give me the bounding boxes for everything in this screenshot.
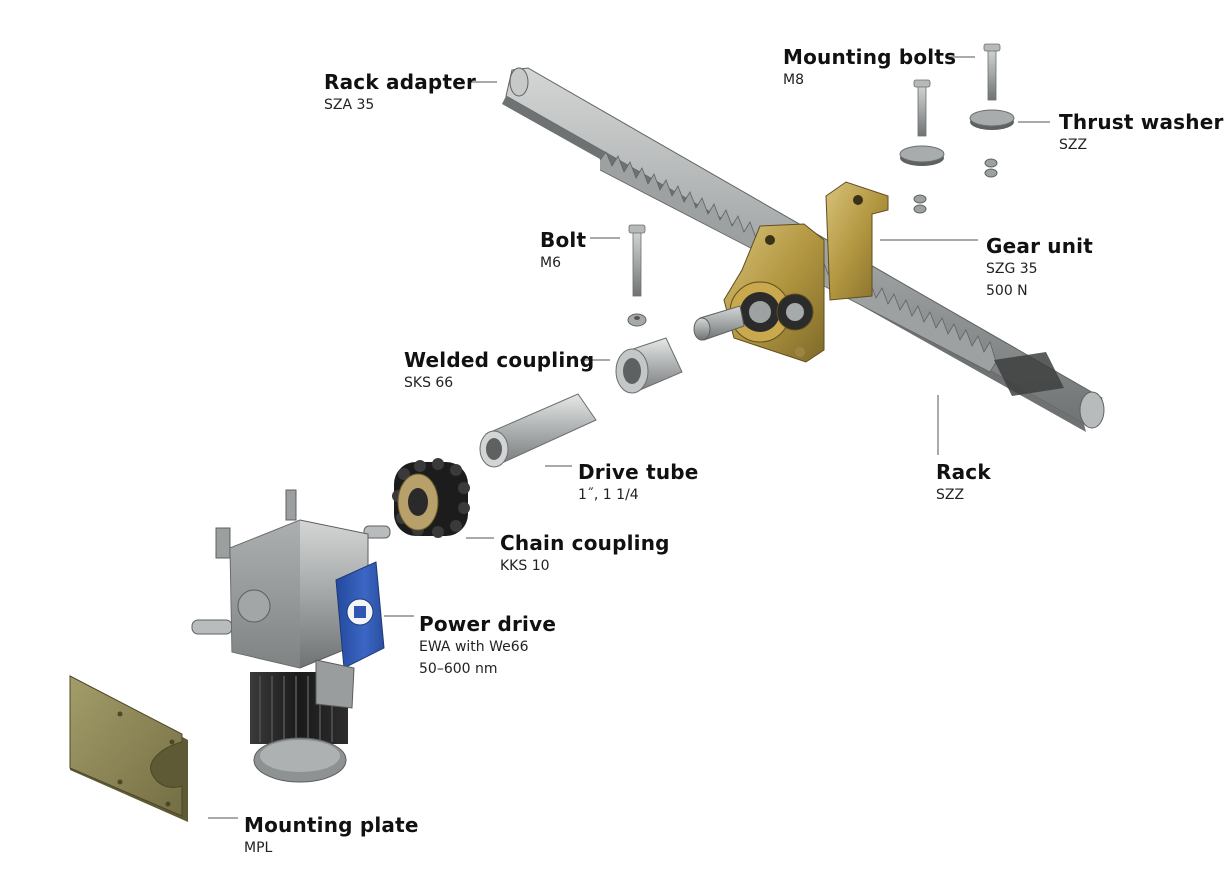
label-rack-adapter: Rack adapter SZA 35 — [324, 70, 476, 116]
part-spec: 50–600 nm — [419, 661, 498, 677]
part-spec: 500 N — [986, 283, 1028, 299]
part-title: Power drive — [419, 612, 557, 636]
label-chain-coupling: Chain coupling KKS 10 — [500, 531, 670, 577]
power-drive-drawing — [191, 489, 391, 783]
part-spec: SZZ — [1059, 137, 1088, 153]
mounting-bolts-drawing — [913, 43, 1001, 137]
part-title: Rack — [936, 460, 991, 484]
part-spec: M6 — [540, 255, 561, 271]
label-gear-unit: Gear unit SZG 35 500 N — [986, 234, 1093, 302]
part-title: Mounting bolts — [783, 45, 957, 69]
label-rack: Rack SZZ — [936, 460, 991, 506]
part-spec: MPL — [244, 840, 273, 856]
thrust-washer-drawing — [899, 109, 1015, 214]
part-title: Rack adapter — [324, 70, 477, 94]
part-spec: 1˝, 1 1/4 — [578, 487, 639, 503]
part-title: Welded coupling — [404, 348, 595, 372]
part-spec: SZZ — [936, 487, 965, 503]
part-title: Chain coupling — [500, 531, 670, 555]
label-mounting-bolts: Mounting bolts M8 — [783, 45, 956, 91]
label-drive-tube: Drive tube 1˝, 1 1/4 — [578, 460, 699, 506]
gear-unit-drawing — [693, 181, 889, 363]
welded-coupling-drawing — [615, 337, 683, 394]
chain-coupling-drawing — [392, 458, 470, 538]
part-title: Thrust washer — [1059, 110, 1224, 134]
part-spec: EWA with We66 — [419, 639, 529, 655]
drive-tube-drawing — [479, 393, 597, 468]
bolt-drawing — [627, 224, 647, 327]
part-spec: SKS 66 — [404, 375, 454, 391]
part-spec: SZG 35 — [986, 261, 1038, 277]
label-bolt: Bolt M6 — [540, 228, 586, 274]
label-power-drive: Power drive EWA with We66 50–600 nm — [419, 612, 556, 680]
label-thrust-washer: Thrust washer SZZ — [1059, 110, 1224, 156]
part-title: Drive tube — [578, 460, 699, 484]
part-spec: M8 — [783, 72, 804, 88]
part-spec: SZA 35 — [324, 97, 375, 113]
part-title: Mounting plate — [244, 813, 419, 837]
part-title: Gear unit — [986, 234, 1093, 258]
label-mounting-plate: Mounting plate MPL — [244, 813, 419, 859]
leader-lines — [208, 56, 1050, 819]
mounting-plate-drawing — [69, 675, 188, 822]
part-spec: KKS 10 — [500, 558, 550, 574]
label-welded-coupling: Welded coupling SKS 66 — [404, 348, 594, 394]
part-title: Bolt — [540, 228, 587, 252]
